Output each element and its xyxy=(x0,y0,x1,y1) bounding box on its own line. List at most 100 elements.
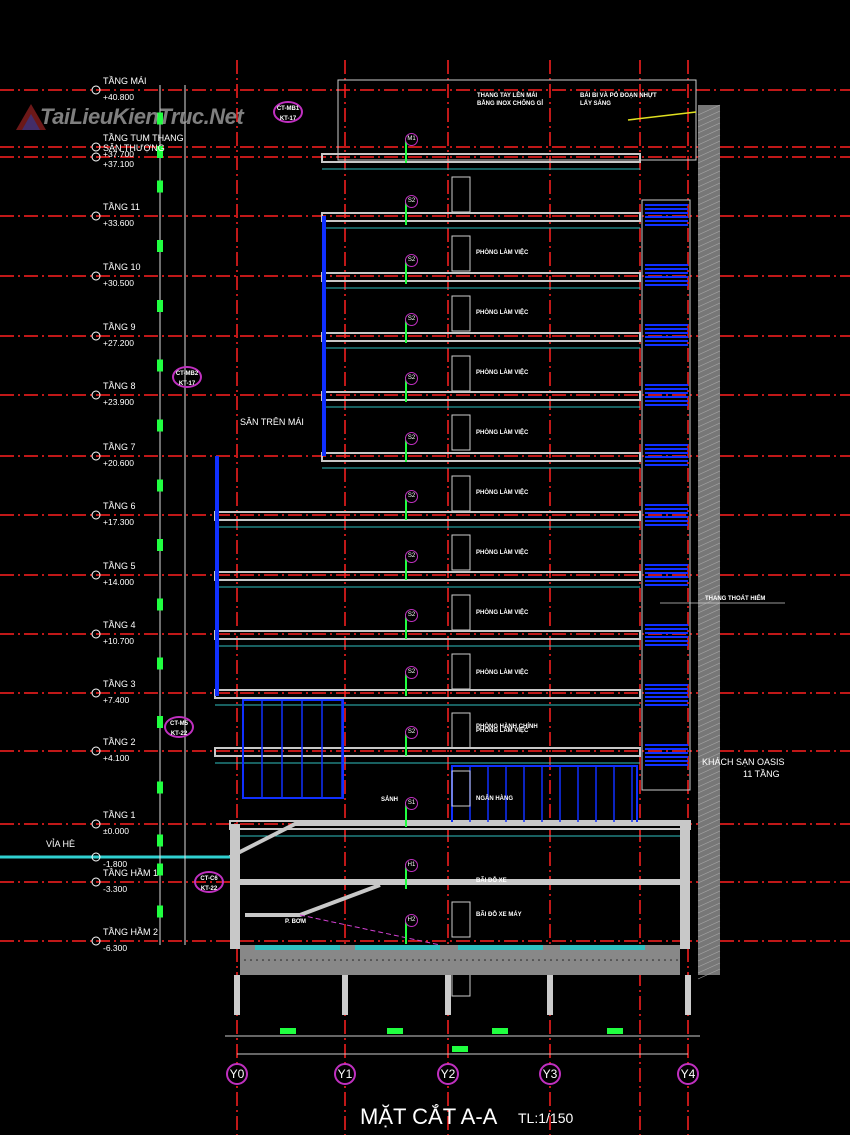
room-label: PHÒNG LÀM VIỆC xyxy=(476,430,529,436)
hatch xyxy=(244,959,246,961)
roof-note: BẰNG INOX CHỐNG GỈ xyxy=(477,101,544,107)
hatch xyxy=(280,959,282,961)
hatch xyxy=(697,308,721,320)
hatch xyxy=(697,848,721,860)
hatch xyxy=(697,620,721,632)
level-elevation: -3.300 xyxy=(103,884,128,894)
door xyxy=(451,355,471,392)
hatch xyxy=(697,548,721,560)
pile-cap xyxy=(355,945,440,950)
level-marker-icon xyxy=(91,819,101,829)
level-marker-icon xyxy=(91,629,101,639)
level-name: TẦNG 7 xyxy=(103,442,136,452)
hatch xyxy=(697,818,721,830)
level-marker-icon xyxy=(91,331,101,341)
level-elevation: +27.200 xyxy=(103,338,134,348)
hatch xyxy=(697,200,721,212)
hatch xyxy=(250,959,252,961)
hatch xyxy=(697,410,721,422)
floor-slab xyxy=(321,272,641,282)
hatch xyxy=(514,959,516,961)
hatch xyxy=(697,404,721,416)
dimension-text-mark xyxy=(607,1028,623,1034)
hatch xyxy=(532,959,534,961)
hatch xyxy=(697,950,721,962)
hatch xyxy=(697,854,721,866)
facade-glass xyxy=(215,456,219,696)
hatch xyxy=(697,224,721,236)
hatch xyxy=(697,122,721,134)
hatch xyxy=(406,959,408,961)
pile xyxy=(234,975,240,1015)
floor-mark: S2 xyxy=(405,609,418,622)
level-elevation: +37.100 xyxy=(103,159,134,169)
hatch xyxy=(697,872,721,884)
level-elevation: +20.600 xyxy=(103,458,134,468)
hatch xyxy=(697,764,721,776)
hatch xyxy=(382,959,384,961)
dimension-text-mark xyxy=(387,1028,403,1034)
hatch xyxy=(697,560,721,572)
pile-cap xyxy=(458,945,543,950)
hatch xyxy=(697,386,721,398)
hatch xyxy=(697,116,721,128)
level-name: TẦNG 8 xyxy=(103,381,136,391)
hatch xyxy=(697,662,721,674)
level-name: TẦNG HẦM 2 xyxy=(103,927,159,937)
level-elevation: +30.500 xyxy=(103,278,134,288)
hatch xyxy=(697,218,721,230)
pile xyxy=(547,975,553,1015)
pile xyxy=(342,975,348,1015)
hatch xyxy=(640,959,642,961)
hatch xyxy=(697,626,721,638)
hatch xyxy=(697,932,721,944)
hatch xyxy=(697,962,721,974)
door xyxy=(451,712,471,749)
floor-mark: S2 xyxy=(405,490,418,503)
hatch xyxy=(697,866,721,878)
hatch xyxy=(697,884,721,896)
hatch xyxy=(310,959,312,961)
grid-axis-bubble: Y1 xyxy=(334,1063,356,1085)
level-elevation: +40.800 xyxy=(103,92,134,102)
floor-mark: S2 xyxy=(405,550,418,563)
retaining-wall xyxy=(680,824,690,949)
level-elevation: +33.600 xyxy=(103,218,134,228)
floor-mark: H2 xyxy=(405,914,418,927)
hatch xyxy=(664,959,666,961)
hatch xyxy=(496,959,498,961)
hatch xyxy=(376,959,378,961)
hatch xyxy=(697,428,721,440)
room-label: NGÂN HÀNG xyxy=(476,796,513,802)
hatch xyxy=(286,959,288,961)
facade-glass xyxy=(322,216,326,456)
hatch xyxy=(418,959,420,961)
hatch xyxy=(268,959,270,961)
hatch xyxy=(697,782,721,794)
dimension-text-mark xyxy=(157,146,163,158)
grid-axis-bubble: Y0 xyxy=(226,1063,248,1085)
hatch xyxy=(316,959,318,961)
hatch xyxy=(697,422,721,434)
door xyxy=(451,235,471,272)
hatch xyxy=(697,728,721,740)
hatch xyxy=(550,959,552,961)
level-marker-icon xyxy=(91,152,101,162)
room-label: PHÒNG LÀM VIỆC xyxy=(476,250,529,256)
hatch xyxy=(697,638,721,650)
hatch xyxy=(697,776,721,788)
level-elevation: +17.300 xyxy=(103,517,134,527)
hatch xyxy=(697,704,721,716)
stair-note: THANG THOÁT HIỂM xyxy=(705,596,766,602)
hatch xyxy=(697,134,721,146)
hatch xyxy=(697,842,721,854)
hatch xyxy=(697,464,721,476)
level-name: TẦNG 9 xyxy=(103,322,136,332)
level-elevation: +10.700 xyxy=(103,636,134,646)
room-label: PHÒNG LÀM VIỆC xyxy=(476,550,529,556)
roof-note: BÁI BI VÀ PỎ ĐOẠN NHỰT xyxy=(580,93,657,99)
basement-slab xyxy=(230,879,690,885)
stair-shaft xyxy=(641,199,691,791)
